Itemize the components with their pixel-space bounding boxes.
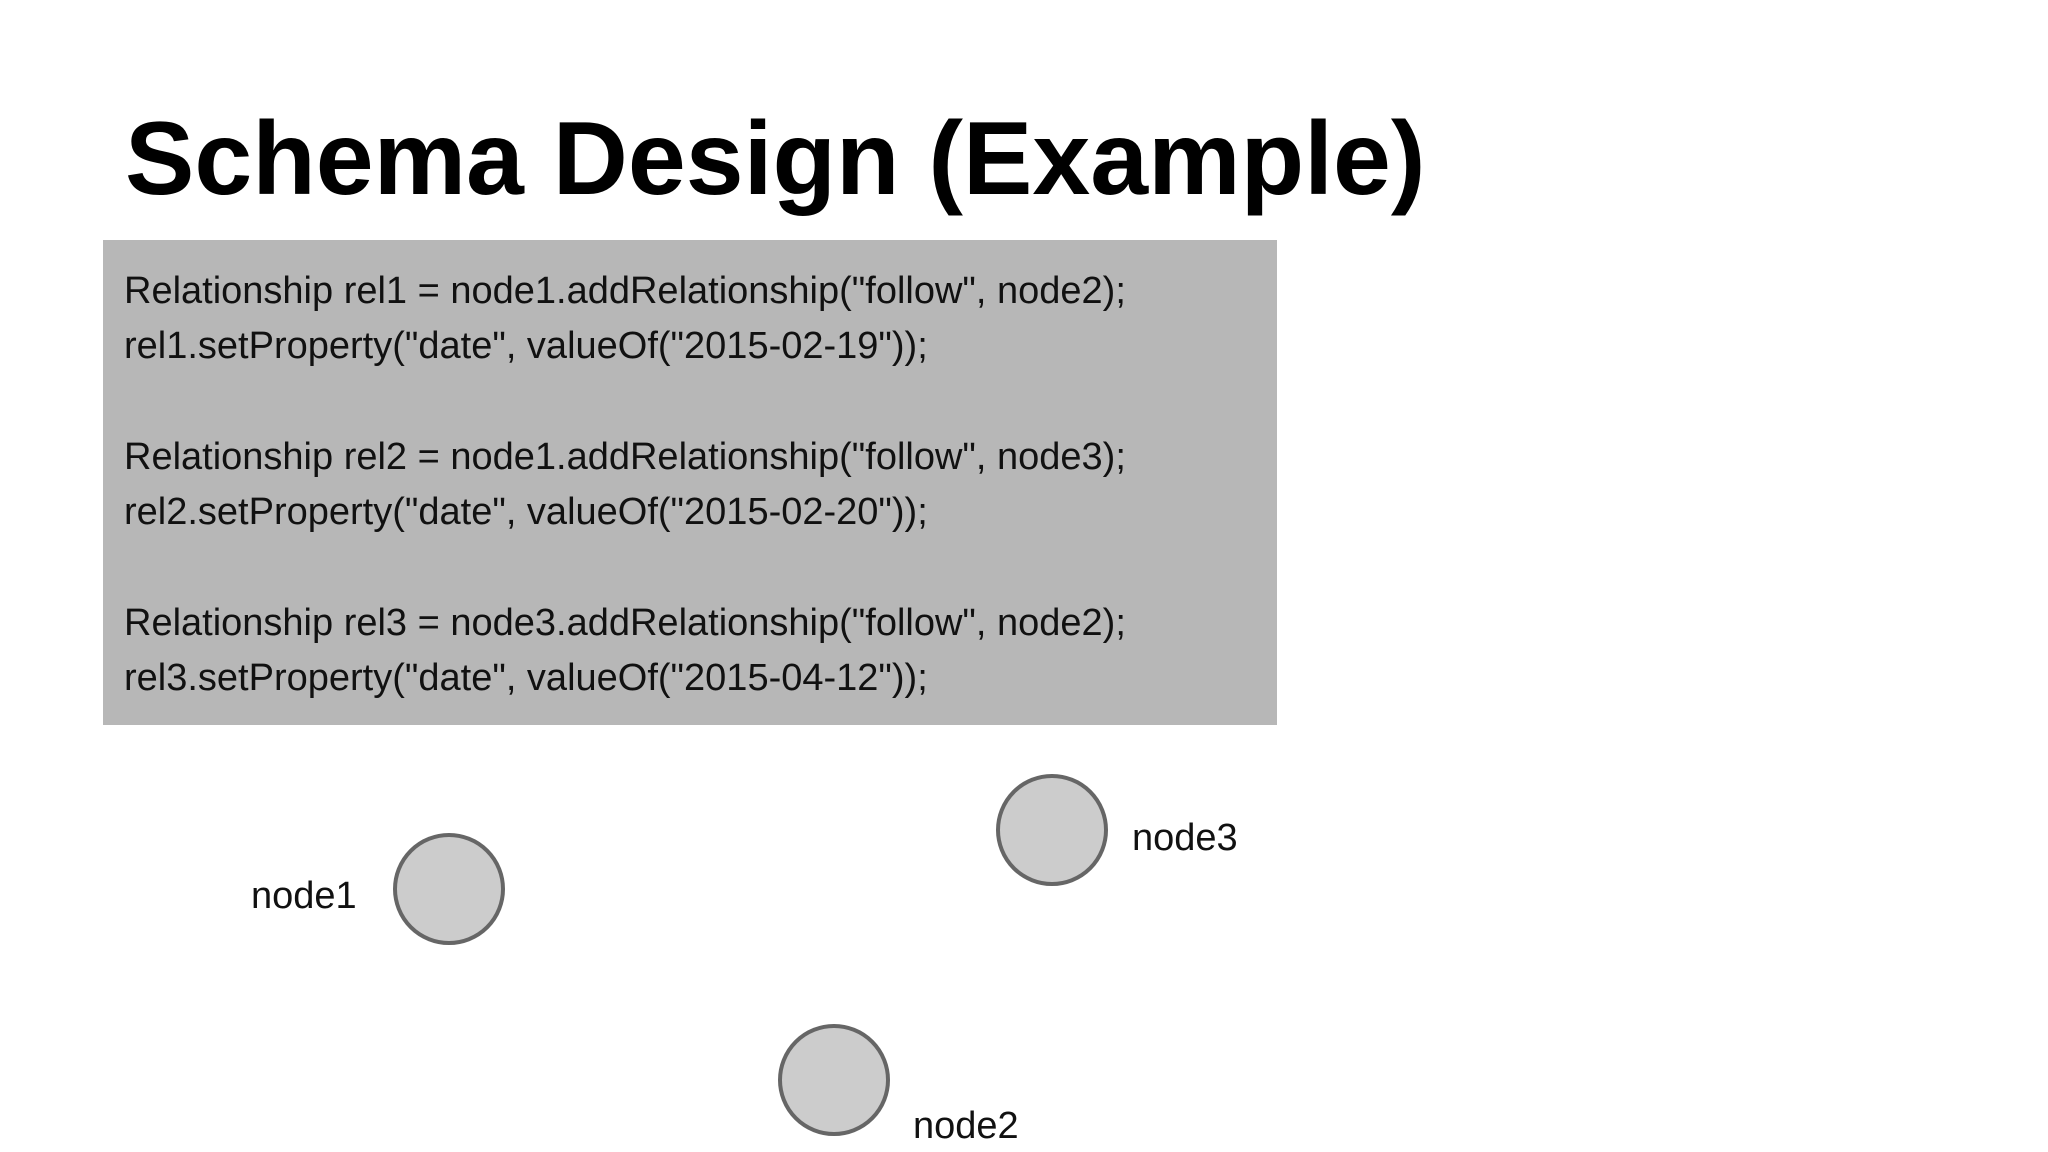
slide-title: Schema Design (Example) [125, 101, 1426, 217]
code-line-rel1-create: Relationship rel1 = node1.addRelationshi… [124, 270, 1126, 312]
node1-label: node1 [251, 875, 357, 917]
code-block: Relationship rel1 = node1.addRelationshi… [103, 240, 1277, 725]
code-line-rel2-property: rel2.setProperty("date", valueOf("2015-0… [124, 491, 928, 533]
code-line-rel3-create: Relationship rel3 = node3.addRelationshi… [124, 602, 1126, 644]
code-line-rel1-property: rel1.setProperty("date", valueOf("2015-0… [124, 325, 928, 367]
node3-label: node3 [1132, 817, 1238, 859]
code-line-rel2-create: Relationship rel2 = node1.addRelationshi… [124, 436, 1126, 478]
node2-label: node2 [913, 1105, 1019, 1147]
code-line-rel3-property: rel3.setProperty("date", valueOf("2015-0… [124, 657, 928, 699]
node3-circle [996, 774, 1108, 886]
node2-circle [778, 1024, 890, 1136]
node1-circle [393, 833, 505, 945]
